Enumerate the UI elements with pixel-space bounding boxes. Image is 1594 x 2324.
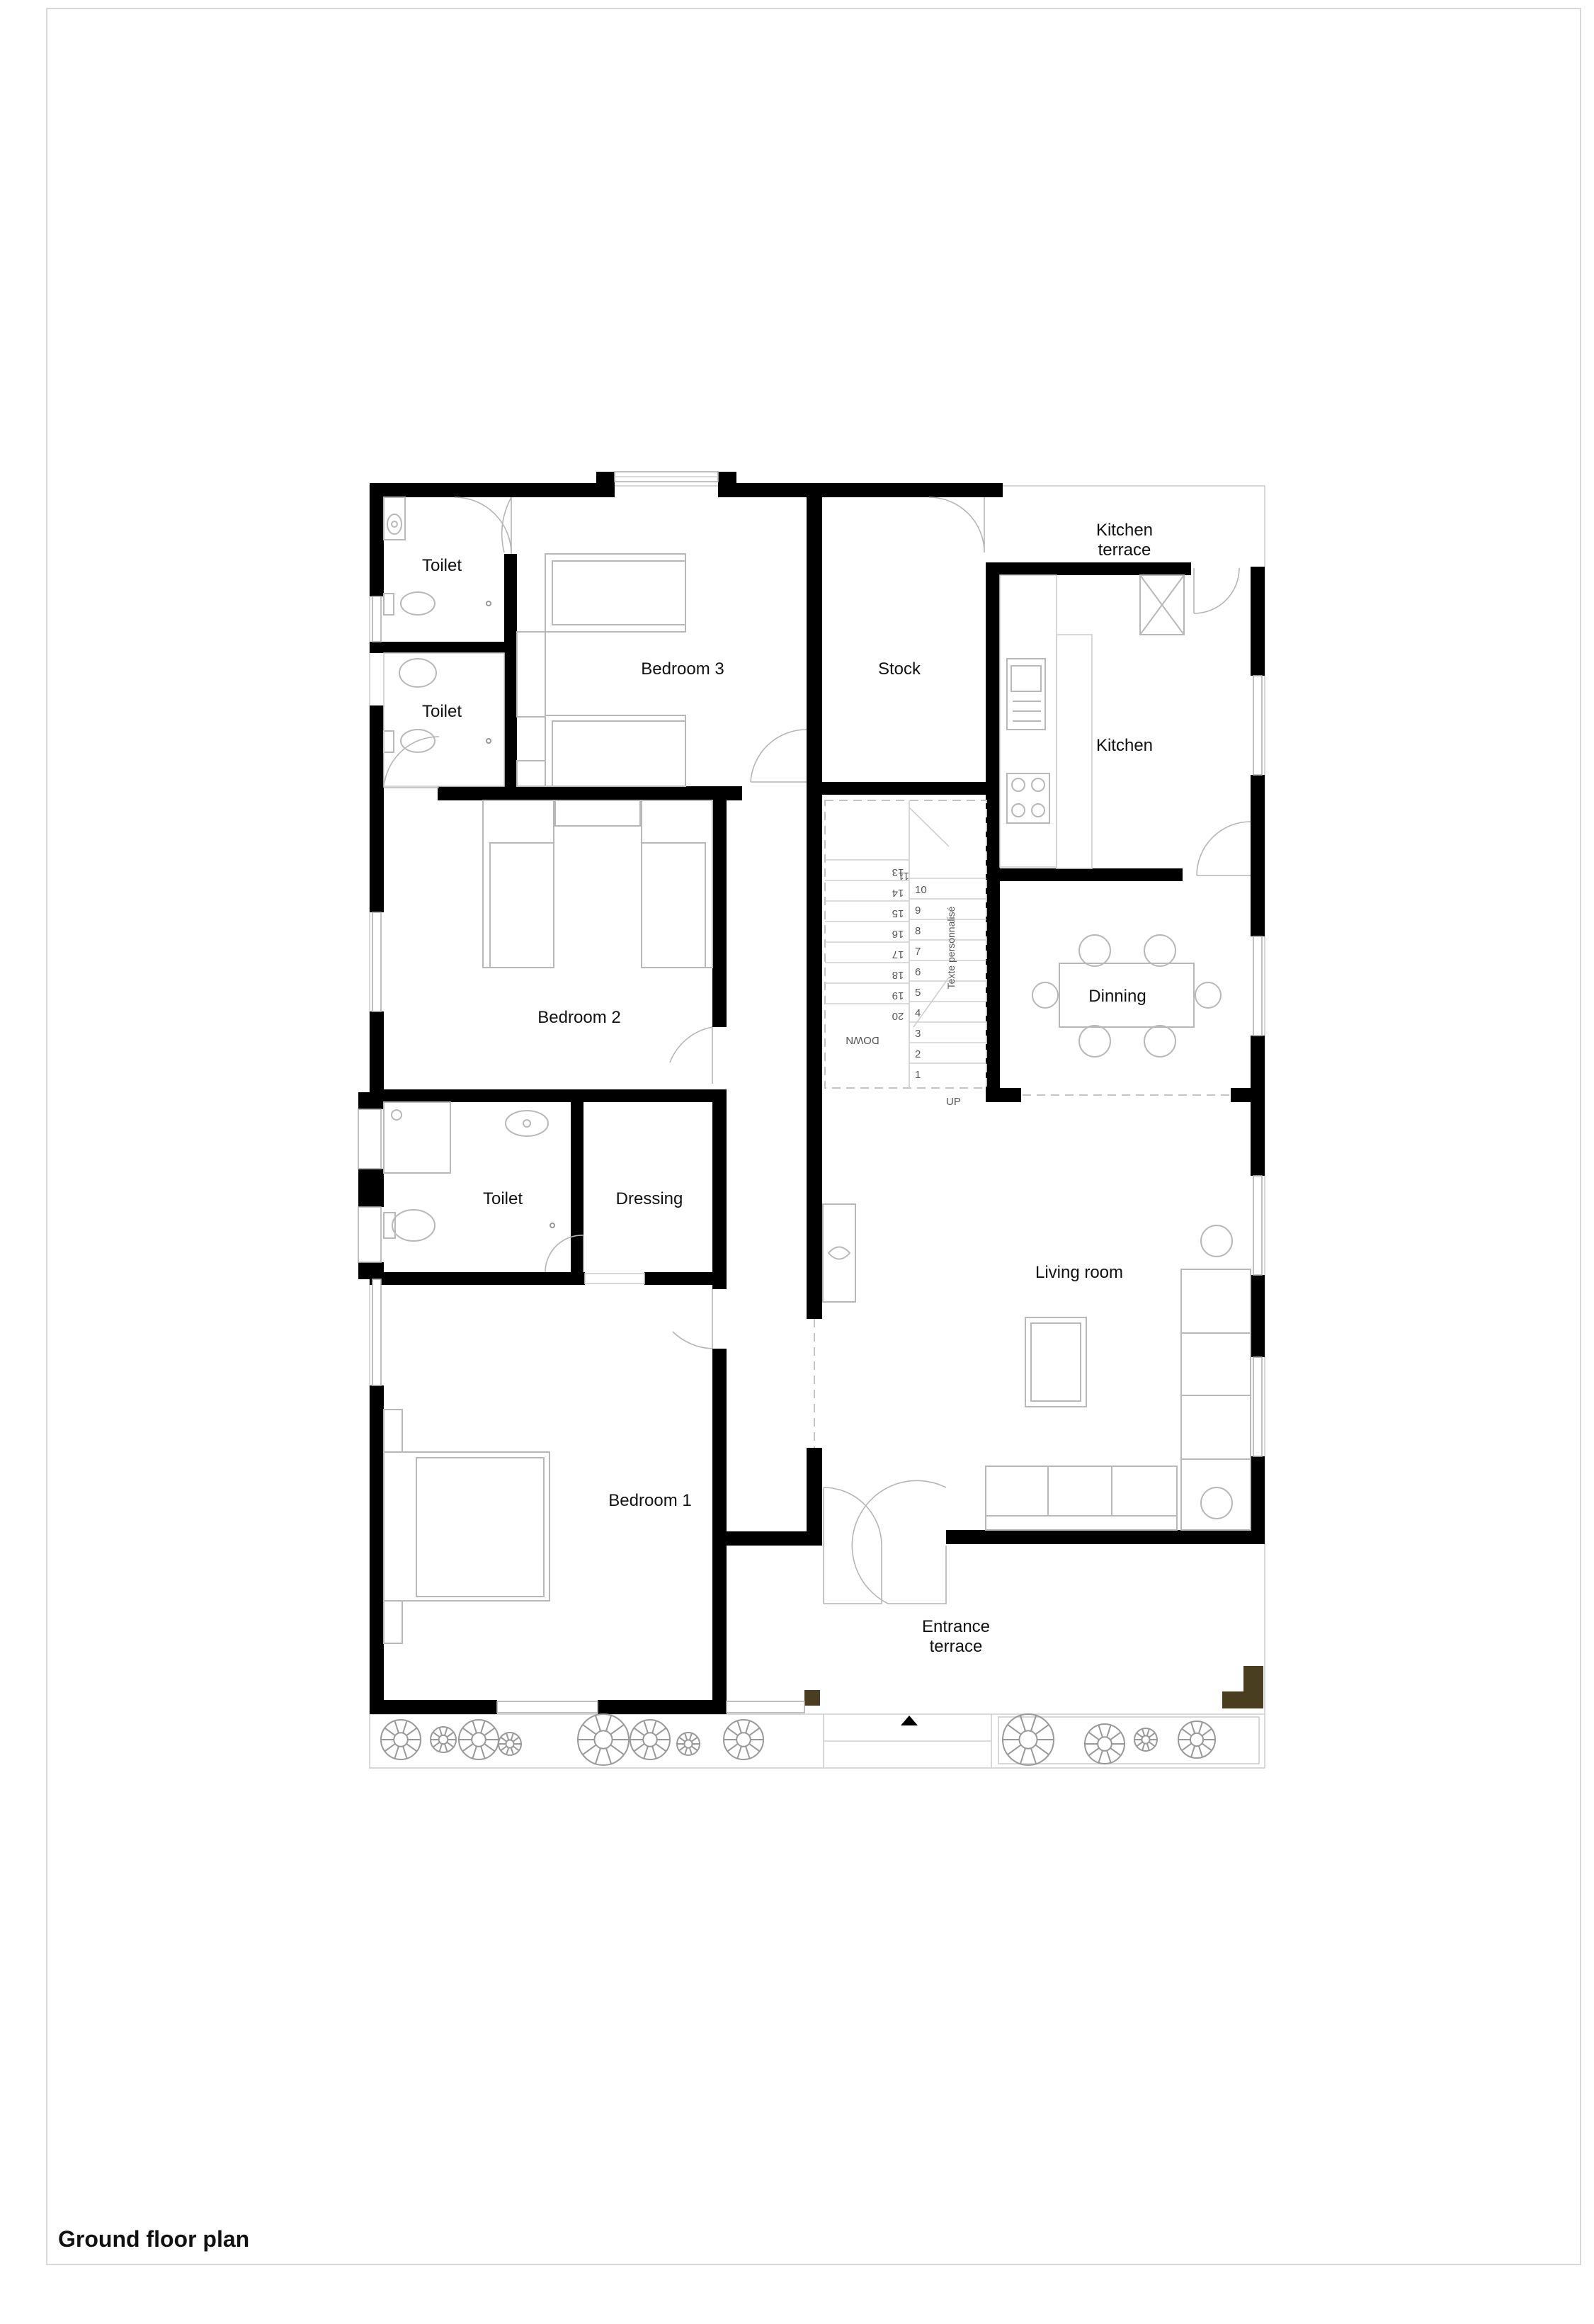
room-label-bedroom-2: Bedroom 2 [537,1008,620,1027]
plant-icon [1178,1721,1216,1759]
plant-icon [1134,1728,1158,1752]
room-label-toilet-upper: Toilet [422,556,462,575]
plant-icon [630,1719,671,1760]
stair-step-number: 4 [915,1007,921,1019]
room-label-dressing: Dressing [616,1189,683,1208]
stair-step-number: 5 [915,987,921,999]
stair-top-step: 11 [898,870,909,882]
stair-step-number: 1 [915,1069,921,1081]
plant-icon [577,1713,630,1766]
plant-icon [498,1732,522,1756]
column [1222,1666,1263,1708]
entrance-arrow-icon [901,1716,918,1725]
room-label-kitchen-terrace-line1: Kitchen [1096,521,1153,540]
plant-icon [1002,1713,1054,1766]
room-label-stock: Stock [878,659,921,679]
planters [380,1713,1216,1766]
stair-step-number: 8 [915,925,921,937]
stair-step-number: 19 [892,990,904,1002]
stair-step-number: 6 [915,966,921,978]
stair-step-number: 16 [892,928,904,940]
room-labels: Toilet Toilet Bedroom 3 Stock Kitchen te… [422,521,1153,1656]
column [804,1690,820,1706]
room-label-dinning: Dinning [1088,987,1146,1006]
stair-step-number: 13 [892,866,904,878]
stair-step-number: 9 [915,905,921,917]
walls [358,472,1265,1714]
stair-step-number: 18 [892,969,904,981]
room-label-toilet-middle: Toilet [422,702,462,721]
sheet-border [46,8,1581,2265]
room-label-living-room: Living room [1035,1263,1123,1282]
stair-step-number: 2 [915,1048,921,1060]
plant-icon [676,1732,700,1756]
room-label-entrance-terrace-line2: terrace [930,1637,983,1656]
stair-step-number: 10 [915,884,927,896]
plant-icon [723,1719,764,1760]
stair-step-number: 14 [892,887,904,899]
room-label-entrance-terrace-line1: Entrance [922,1617,990,1636]
plant-icon [380,1719,421,1760]
stair-step-number: 20 [892,1010,904,1022]
stairs-note: Texte personnalisé [945,906,957,989]
stair-step-number: 3 [915,1028,921,1040]
room-label-bedroom-1: Bedroom 1 [608,1491,691,1510]
room-label-toilet-lower: Toilet [483,1189,523,1208]
drawing-title: Ground floor plan [58,2226,249,2252]
furniture [383,497,1251,1644]
room-label-kitchen: Kitchen [1096,736,1153,755]
plant-icon [458,1719,499,1760]
room-label-bedroom-3: Bedroom 3 [641,659,724,679]
plant-icon [430,1726,457,1753]
stairs-down-label: DOWN [846,1034,879,1046]
plant-icon [1084,1723,1125,1764]
stair-step-number: 15 [892,907,904,919]
doors [383,497,1251,1604]
stair-step-number: 7 [915,946,921,958]
staircase: 1 2 3 4 5 6 7 8 9 10 20 19 18 17 16 15 14 13 11 [824,800,987,1089]
stair-step-number: 17 [892,948,904,960]
room-label-kitchen-terrace-line2: terrace [1098,540,1151,560]
stairs-up-label: UP [946,1096,961,1108]
windows [358,471,1263,1713]
